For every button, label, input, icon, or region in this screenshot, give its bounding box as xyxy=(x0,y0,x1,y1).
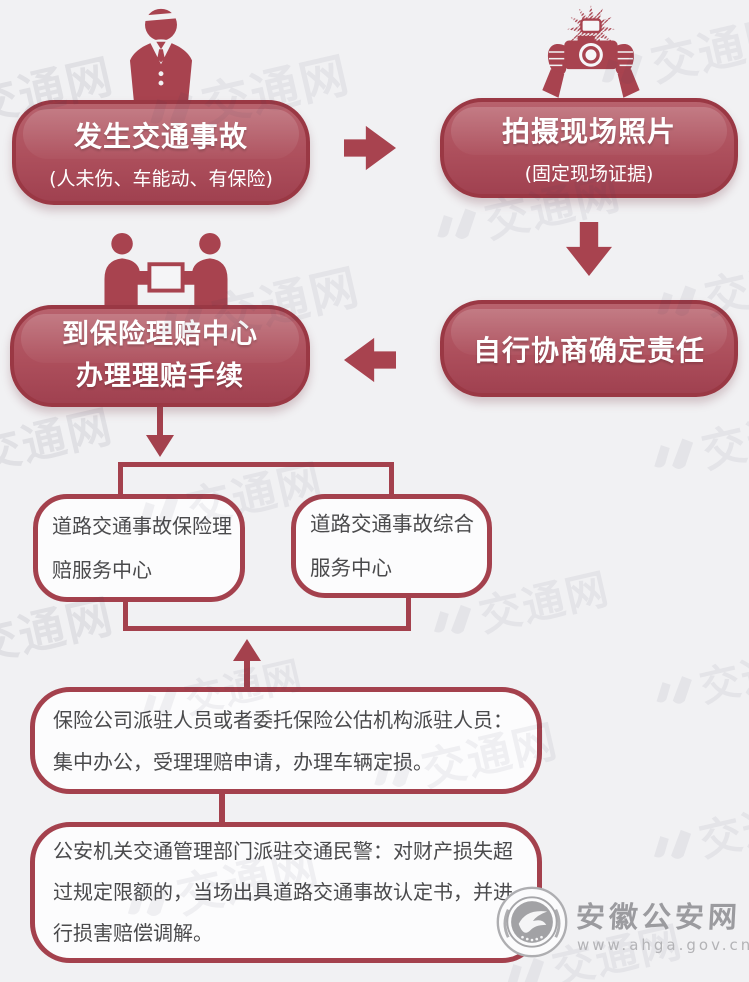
insurance-claim-center-line1: 道路交通事故保险理 xyxy=(52,514,232,538)
comprehensive-center-line1: 道路交通事故综合 xyxy=(310,512,474,536)
step-accident-subtitle: (人未伤、车能动、有保险) xyxy=(49,167,273,190)
police-note-line3: 行损害赔偿调解。 xyxy=(53,921,213,945)
step-negotiate-box: 自行协商确定责任 xyxy=(440,300,738,397)
insurance-staff-note-line1: 保险公司派驻人员或者委托保险公估机构派驻人员： xyxy=(53,707,513,732)
police-note-line1: 公安机关交通管理部门派驻交通民警：对财产损失超 xyxy=(53,839,513,863)
step-negotiate-title: 自行协商确定责任 xyxy=(472,333,705,367)
site-url: www.ahga.gov.cn xyxy=(577,936,749,954)
step-claim-box: 到保险理赔中心 办理理赔手续 xyxy=(10,305,310,407)
insurance-claim-center-box: 道路交通事故保险理 赔服务中心 xyxy=(33,494,245,602)
insurance-staff-note-box: 保险公司派驻人员或者委托保险公估机构派驻人员： 集中办公，受理理赔申请，办理车辆… xyxy=(30,687,542,794)
arrow-negotiate-to-claim xyxy=(344,337,396,383)
site-name: 安徽公安网 xyxy=(575,900,742,934)
arrow-photo-to-negotiate xyxy=(566,222,612,276)
watermark-swoosh-icon xyxy=(437,208,477,240)
two-people-document-icon xyxy=(104,232,228,315)
connector-claim-down-line xyxy=(157,407,163,437)
insurance-staff-note-line2: 集中办公，受理理赔申请，办理车辆定损。 xyxy=(53,749,433,774)
watermark-swoosh-icon xyxy=(653,829,692,859)
bracket-top-horizontal xyxy=(118,462,394,467)
comprehensive-center-box: 道路交通事故综合 服务中心 xyxy=(291,494,492,598)
watermark-swoosh-icon xyxy=(433,604,472,634)
bracket-bottom-horizontal xyxy=(123,626,411,631)
bracket-bottom-left-stub xyxy=(123,600,128,630)
watermark-text: 交通网 xyxy=(641,780,749,881)
connector-note-to-police-line xyxy=(219,793,225,823)
person-icon xyxy=(129,8,193,100)
watermark-text: 交通网 xyxy=(640,387,749,493)
step-photo-subtitle: (固定现场证据) xyxy=(524,163,654,185)
connector-note-up-line xyxy=(244,659,250,688)
step-accident-title: 发生交通事故 xyxy=(73,119,248,153)
step-photo-box: 拍摄现场照片 (固定现场证据) xyxy=(440,98,738,198)
arrow-accident-to-photo xyxy=(344,125,396,171)
watermark-text: 交通网 xyxy=(644,629,749,725)
bracket-top-left-stub xyxy=(118,462,123,497)
step-photo-title: 拍摄现场照片 xyxy=(501,115,676,148)
step-claim-line1: 到保险理赔中心 xyxy=(62,319,258,350)
camera-flash-icon xyxy=(542,5,640,98)
bracket-bottom-right-stub xyxy=(406,595,411,629)
step-claim-line2: 办理理赔手续 xyxy=(76,361,244,392)
bracket-top-right-stub xyxy=(389,462,394,497)
step-accident-box: 发生交通事故 (人未伤、车能动、有保险) xyxy=(12,100,310,205)
police-note-line2: 过规定限额的，当场出具道路交通事故认定书，并进 xyxy=(53,880,513,904)
police-site-emblem-icon xyxy=(496,886,568,958)
comprehensive-center-line2: 服务中心 xyxy=(310,556,392,580)
police-note-box: 公安机关交通管理部门派驻交通民警：对财产损失超 过规定限额的，当场出具道路交通事… xyxy=(30,822,542,963)
connector-note-up-arrowhead xyxy=(233,639,261,661)
connector-claim-down-arrowhead xyxy=(146,435,174,457)
watermark-swoosh-icon xyxy=(654,438,694,470)
watermark-swoosh-icon xyxy=(656,676,692,704)
insurance-claim-center-line2: 赔服务中心 xyxy=(52,558,152,582)
